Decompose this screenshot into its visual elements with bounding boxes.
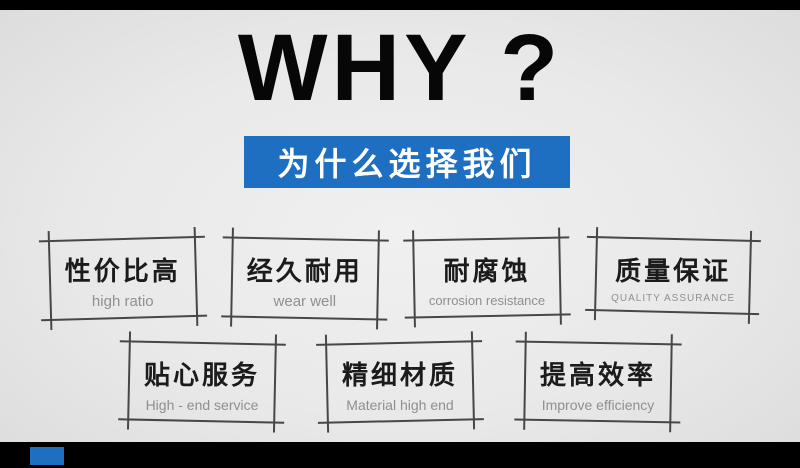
- feature-subtitle-en: High - end service: [145, 397, 259, 413]
- features-row-2: 贴心服务 High - end service 精细材质 Material hi…: [0, 340, 800, 424]
- subtitle-banner: 为什么选择我们: [244, 136, 570, 188]
- feature-subtitle-en: corrosion resistance: [428, 293, 546, 308]
- bottom-black-bar: [0, 442, 800, 468]
- features-row-1: 性价比高 high ratio 经久耐用 wear well 耐腐蚀 corro…: [0, 236, 800, 321]
- feature-badge-corrosion: 耐腐蚀 corrosion resistance: [411, 236, 563, 319]
- feature-title-zh: 精细材质: [341, 360, 458, 390]
- feature-subtitle-en: wear well: [273, 293, 337, 310]
- feature-title-zh: 提高效率: [540, 360, 657, 390]
- feature-title-zh: 经久耐用: [246, 256, 363, 286]
- feature-title-zh: 质量保证: [615, 256, 732, 286]
- feature-subtitle-en: QUALITY ASSURANCE: [611, 293, 736, 304]
- feature-title-zh: 贴心服务: [143, 360, 260, 390]
- feature-badge-efficiency: 提高效率 Improve efficiency: [522, 340, 674, 424]
- feature-title-zh: 性价比高: [64, 256, 181, 286]
- footer-accent: [30, 447, 64, 465]
- feature-subtitle-en: high ratio: [91, 293, 154, 310]
- feature-subtitle-en: Improve efficiency: [541, 397, 655, 413]
- top-black-bar: [0, 0, 800, 10]
- headline-why: WHY ?: [237, 15, 563, 121]
- feature-badge-service: 贴心服务 High - end service: [126, 340, 278, 424]
- subtitle-text: 为什么选择我们: [277, 146, 537, 182]
- feature-badge-price: 性价比高 high ratio: [47, 236, 199, 321]
- feature-badge-material: 精细材质 Material high end: [324, 340, 476, 424]
- feature-subtitle-en: Material high end: [346, 397, 454, 413]
- feature-title-zh: 耐腐蚀: [443, 256, 531, 286]
- feature-badge-durable: 经久耐用 wear well: [229, 236, 381, 321]
- feature-badge-quality: 质量保证 QUALITY ASSURANCE: [593, 236, 753, 315]
